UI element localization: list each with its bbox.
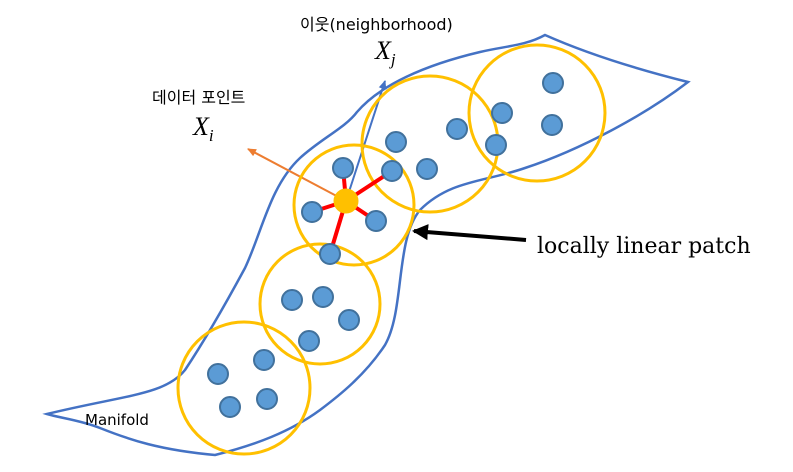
datapoint-label: 데이터 포인트: [152, 88, 246, 107]
xj-label: Xj: [375, 36, 396, 70]
xi-label: Xi: [193, 112, 214, 146]
data-point: [312, 286, 334, 308]
xj-sub: j: [390, 50, 396, 70]
data-point: [416, 158, 438, 180]
neighborhood-circle: [292, 143, 416, 267]
data-point: [365, 210, 387, 232]
data-point: [319, 243, 341, 265]
patch-arrow: [412, 224, 527, 242]
data-point: [385, 131, 407, 153]
data-point: [381, 160, 403, 182]
data-point: [281, 289, 303, 311]
data-point: [298, 330, 320, 352]
neighborhood-label: 이웃(neighborhood): [300, 15, 453, 34]
xi-sub: i: [208, 126, 214, 146]
neighborhood-circle: [176, 320, 312, 456]
neighborhood-circle: [467, 43, 607, 183]
data-point: [485, 134, 507, 156]
data-point: [207, 363, 229, 385]
manifold-label: Manifold: [85, 411, 149, 429]
xi-base: X: [193, 112, 209, 141]
neighborhood-circles: [176, 43, 607, 456]
data-point: [541, 114, 563, 136]
neighborhood-circle: [258, 242, 382, 366]
center-point: [333, 188, 359, 214]
xi-arrow: [247, 148, 347, 202]
data-point: [332, 157, 354, 179]
data-point: [301, 201, 323, 223]
data-point: [338, 309, 360, 331]
manifold-outline: [42, 33, 691, 457]
patch-label: locally linear patch: [537, 234, 751, 259]
data-point: [253, 349, 275, 371]
data-point: [446, 118, 468, 140]
data-point: [219, 396, 241, 418]
data-point: [256, 388, 278, 410]
xj-base: X: [375, 36, 391, 65]
data-point: [491, 102, 513, 124]
data-point: [542, 72, 564, 94]
data-points: [207, 72, 564, 418]
